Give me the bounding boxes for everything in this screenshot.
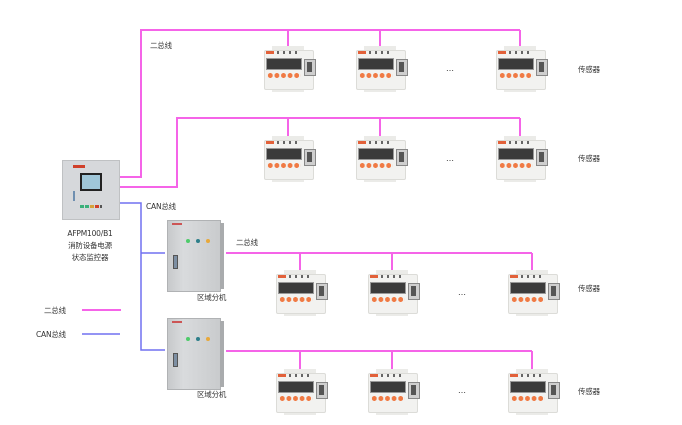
sensor-label: 传感器 xyxy=(578,387,600,396)
sensor-module xyxy=(366,369,420,415)
sensor-module xyxy=(354,136,408,182)
can-bus-line xyxy=(118,202,165,351)
touch-screen xyxy=(80,173,102,191)
zone-unit-label: 区域分机 xyxy=(197,390,227,399)
sensor-module xyxy=(354,46,408,92)
two-bus-label: 二总线 xyxy=(236,238,258,247)
controller-model-label: AFPM100/B1 xyxy=(67,229,113,238)
sensor-label: 传感器 xyxy=(578,154,600,163)
indicator-buttons xyxy=(80,205,102,208)
sensor-module xyxy=(262,46,316,92)
sensor-label: 传感器 xyxy=(578,65,600,74)
can-bus-label: CAN总线 xyxy=(146,202,176,211)
zone-unit-cabinet-2 xyxy=(167,318,224,390)
zone-unit-label: 区域分机 xyxy=(197,293,227,302)
two-bus-label: 二总线 xyxy=(150,41,172,50)
status-lamp xyxy=(196,337,200,341)
sensor-module xyxy=(262,136,316,182)
main-controller-device xyxy=(62,160,120,220)
sensor-module xyxy=(506,369,560,415)
sensor-module xyxy=(494,136,548,182)
ellipsis: … xyxy=(446,154,454,163)
zone-unit-cabinet-1 xyxy=(167,220,224,292)
sensor-module xyxy=(274,369,328,415)
two-bus-line-row-1 xyxy=(118,29,520,178)
status-lamp xyxy=(186,239,190,243)
ellipsis: … xyxy=(458,386,466,395)
cabinet-lock xyxy=(173,353,178,367)
status-lamp xyxy=(186,337,190,341)
sensor-module xyxy=(506,270,560,316)
ellipsis: … xyxy=(458,288,466,297)
status-lamp xyxy=(196,239,200,243)
sensor-module xyxy=(366,270,420,316)
controller-name-line2: 状态监控器 xyxy=(71,253,109,262)
legend-can-bus-label: CAN总线 xyxy=(36,330,66,339)
door-handle xyxy=(73,191,75,201)
cabinet-lock xyxy=(173,255,178,269)
brand-logo xyxy=(73,165,85,168)
legend-two-bus-label: 二总线 xyxy=(44,306,66,315)
status-lamp xyxy=(206,337,210,341)
sensor-label: 传感器 xyxy=(578,284,600,293)
controller-name-line1: 消防设备电源 xyxy=(68,241,112,250)
status-lamp xyxy=(206,239,210,243)
sensor-module xyxy=(494,46,548,92)
sensor-module xyxy=(274,270,328,316)
two-bus-line-row-2 xyxy=(118,117,520,188)
ellipsis: … xyxy=(446,64,454,73)
